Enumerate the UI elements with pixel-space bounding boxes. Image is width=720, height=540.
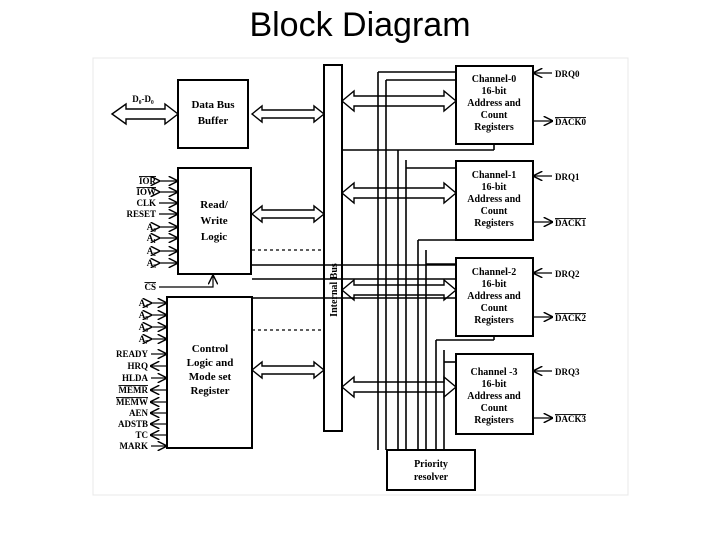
control-signal-label: A₄: [139, 298, 148, 308]
rw-signal-label: A₁: [147, 233, 156, 243]
control-signal-label: MEMW: [116, 397, 148, 407]
control-signal-label: TC: [135, 430, 148, 440]
channel-3-label-line: Channel -3: [471, 367, 518, 378]
control-signal-label: A₇: [139, 334, 148, 344]
control-bundle-lines: [252, 71, 495, 450]
channel-0-label-line: Address and: [467, 98, 521, 109]
rw-signal-label: IOR: [139, 176, 157, 186]
channel-0-label-line: Channel-0: [472, 74, 516, 85]
channel-2-label-line: Count: [481, 303, 508, 314]
drq0-label: DRQ0: [555, 69, 580, 79]
dack2-label: DACK2: [555, 313, 586, 323]
channel-2-label-line: Channel-2: [472, 267, 516, 278]
control-logic-label-line: Mode set: [189, 371, 232, 383]
channel-0-label-line: Registers: [474, 122, 514, 133]
control-signal-label: AEN: [129, 408, 149, 418]
channel-3-label-line: Count: [481, 403, 508, 414]
internal-bus-label: Internal Bus: [329, 263, 340, 317]
priority-resolver-label-line: Priority: [414, 459, 448, 470]
channel-3-label-line: Registers: [474, 415, 514, 426]
control-logic-label-line: Register: [190, 385, 229, 397]
data-bus-buffer-label-line: Buffer: [198, 115, 229, 127]
drq2-label: DRQ2: [555, 269, 580, 279]
rw-signal-label: A₂: [147, 246, 156, 256]
control-signal-label: ADSTB: [118, 419, 148, 429]
data-bus-buffer-label-line: Data Bus: [191, 99, 235, 111]
channel-3-label-line: Address and: [467, 391, 521, 402]
control-logic-label-line: Logic and: [187, 357, 234, 369]
channel-1-block: [455, 160, 534, 241]
control-bus-arrow: [250, 360, 326, 380]
channel-3-label-line: 16-bit: [482, 379, 508, 390]
read-write-logic-block: [177, 167, 252, 275]
rw-bus-arrow: [250, 204, 326, 224]
channel-1-label-line: Registers: [474, 218, 514, 229]
channel-2-block: [455, 257, 534, 337]
rw-signal-label: A₃: [147, 258, 156, 268]
rw-signal-label: IOW: [136, 187, 156, 197]
buffer-bus-arrow: [250, 104, 326, 124]
read-write-label-line: Write: [200, 215, 227, 227]
control-signal-label: A₅: [139, 310, 148, 320]
channel-1-label-line: Address and: [467, 194, 521, 205]
control-logic-block: [166, 296, 253, 449]
channel-3-block: [455, 353, 534, 435]
rw-signal-label: RESET: [126, 209, 156, 219]
channel-0-label-line: Count: [481, 110, 508, 121]
data-lines-arrow: [110, 102, 180, 126]
channel-1-label-line: Count: [481, 206, 508, 217]
read-write-label-line: Read/: [200, 199, 228, 211]
control-logic-label-line: Control: [192, 343, 228, 355]
read-write-label-line: Logic: [201, 231, 227, 243]
control-signal-group: A₄ A₅ A₆ A₇ READY HRQ HLDA MEMR MEMW AEN…: [116, 298, 166, 451]
control-signal-label: A₆: [139, 322, 148, 332]
dack3-label: DACK3: [555, 414, 586, 424]
channel-2-label-line: Address and: [467, 291, 521, 302]
control-signal-label: HLDA: [122, 373, 149, 383]
data-bus-buffer-block: [177, 79, 249, 149]
rw-signal-label: A₀: [147, 222, 156, 232]
channel-request-signals: DRQ0 DACK0 DRQ1 DACK1 DRQ2 DACK2 DRQ3 DA…: [534, 69, 586, 424]
drq1-label: DRQ1: [555, 172, 580, 182]
channel-2-label-line: 16-bit: [482, 279, 508, 290]
slide-title: Block Diagram: [249, 6, 471, 44]
priority-resolver-label-line: resolver: [414, 472, 449, 483]
control-signal-label: HRQ: [127, 361, 148, 371]
control-signal-label: MEMR: [119, 385, 149, 395]
data-lines-label: D₀-D₀: [132, 94, 154, 104]
control-signal-label: MARK: [120, 441, 149, 451]
rw-signal-group: IOR IOW CLK RESET A₀ A₁ A₂ A₃: [126, 176, 177, 268]
cs-signal-label: CS: [144, 282, 156, 292]
dack0-label: DACK0: [555, 117, 586, 127]
channel-2-label-line: Registers: [474, 315, 514, 326]
drq3-label: DRQ3: [555, 367, 580, 377]
internal-bus-block: [323, 64, 343, 432]
priority-resolver-block: [386, 449, 476, 491]
channel-1-label-line: Channel-1: [472, 170, 516, 181]
dack1-label: DACK1: [555, 218, 586, 228]
channel-1-label-line: 16-bit: [482, 182, 508, 193]
channel-0-label-line: 16-bit: [482, 86, 508, 97]
cs-signal-line: [159, 276, 213, 288]
control-signal-label: READY: [116, 349, 149, 359]
rw-signal-label: CLK: [136, 198, 156, 208]
